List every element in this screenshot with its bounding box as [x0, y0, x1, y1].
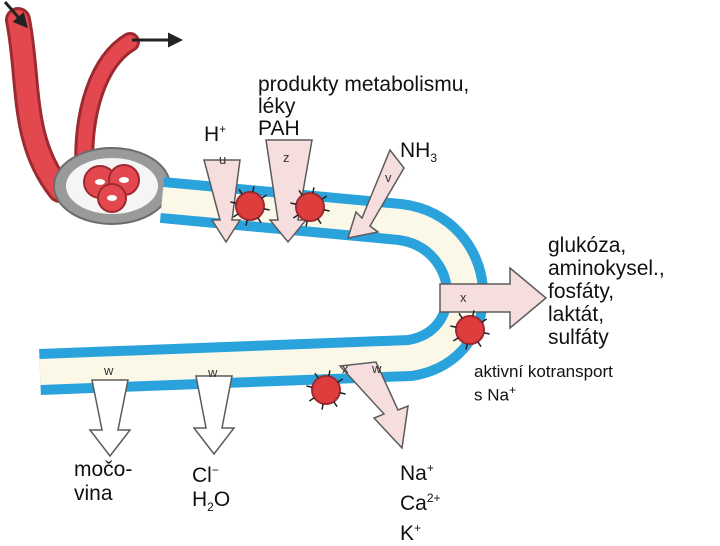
carrier-spike	[321, 195, 328, 200]
water-h2o: H2O	[192, 488, 230, 519]
ca-base: Ca	[400, 492, 427, 515]
carrier-spike	[321, 403, 324, 410]
carrier-pah	[290, 187, 330, 227]
glomerulus	[83, 164, 140, 213]
carrier-h	[230, 186, 270, 226]
label-cations: Na+ Ca2+ K+	[400, 456, 441, 546]
carrier-spike	[483, 332, 490, 335]
carrier-spike	[230, 201, 237, 204]
ca-sup: 2+	[426, 491, 441, 505]
products-pah: PAH	[258, 117, 300, 140]
h2o-h: H	[192, 488, 208, 511]
nh3-secretion-arrow	[346, 148, 405, 239]
label-products: produkty metabolismu, léky PAH	[258, 74, 469, 140]
label-h-plus: H+	[204, 118, 226, 146]
carrier-spike	[305, 220, 308, 227]
carrier-spike	[308, 397, 315, 402]
carrier-spike	[333, 401, 338, 408]
urea-arrow	[88, 379, 132, 458]
letter-w-water: w	[208, 365, 218, 380]
carrier-spike	[252, 186, 255, 193]
h-sup: +	[219, 122, 227, 136]
carrier-spike	[306, 385, 313, 388]
carrier-spike	[312, 187, 315, 194]
h2o-o: O	[213, 488, 231, 511]
carrier-spike	[245, 219, 248, 226]
cl-base: Cl	[192, 464, 212, 487]
organic-item-3: laktát,	[548, 303, 605, 326]
products-line1: produkty metabolismu,	[258, 73, 470, 96]
letter-w-urea: w	[104, 363, 114, 378]
organic-item-1: aminokysel.,	[548, 257, 665, 280]
urea-line1: močo-	[74, 458, 133, 481]
products-line2: léky	[258, 95, 296, 118]
afferent-vessel	[5, 7, 73, 203]
cotransport-na: s Na	[474, 385, 509, 405]
carrier-spike	[481, 318, 488, 323]
label-cotransport: aktivní kotransport s Na+	[474, 362, 613, 405]
pah-secretion-arrow	[265, 139, 313, 244]
cation-ca: Ca2+	[400, 486, 441, 516]
label-urea: močo- vina	[74, 458, 132, 506]
carrier-spike	[290, 202, 297, 205]
carrier-cation	[306, 370, 346, 410]
inflow-arrow	[3, 1, 28, 29]
na-sup: +	[426, 461, 434, 475]
urea-line2: vina	[74, 482, 113, 505]
water-cl: Cl−	[192, 458, 230, 488]
carrier-spike	[328, 370, 331, 377]
h2o-sub: 2	[207, 500, 214, 515]
nh3-sub: 3	[430, 151, 438, 166]
letter-x-cations: x	[342, 361, 349, 376]
h-base: H	[204, 123, 220, 146]
carrier-spike	[472, 310, 475, 317]
letter-w-cations: w	[372, 361, 382, 376]
letter-v: v	[385, 170, 392, 185]
label-nh3: NH3	[400, 140, 437, 169]
h-secretion-arrow	[203, 159, 242, 244]
carrier-cotransport	[450, 310, 490, 350]
carrier-spike	[465, 343, 468, 350]
carrier-spike	[452, 337, 459, 342]
label-organic-list: glukóza, aminokysel., fosfáty, laktát, s…	[548, 234, 665, 349]
carrier-spike	[292, 214, 299, 219]
carrier-spike	[339, 392, 346, 395]
carrier-spike	[238, 188, 243, 195]
carrier-spike	[323, 209, 330, 212]
nh3-base: NH	[400, 139, 431, 162]
carrier-spike	[314, 372, 319, 379]
k-base: K	[400, 522, 415, 545]
letter-x-organic: x	[460, 290, 467, 305]
carrier-spike	[317, 218, 322, 225]
carrier-spike	[263, 208, 270, 211]
cation-k: K+	[400, 516, 441, 546]
label-water: Cl− H2O	[192, 458, 230, 519]
carrier-spike	[257, 217, 262, 224]
tubule	[39, 177, 489, 395]
letter-u: u	[219, 152, 227, 167]
carrier-spike	[450, 325, 457, 328]
carrier-spike	[337, 378, 344, 383]
letter-z: z	[283, 150, 290, 165]
carrier-spike	[477, 341, 482, 348]
carrier-spike	[261, 194, 268, 199]
carrier-spike	[298, 189, 303, 196]
cation-reabsorption-arrow	[338, 361, 409, 450]
carrier-spike	[232, 213, 239, 218]
cation-na: Na+	[400, 456, 441, 486]
cotransport-line1: aktivní kotransport	[474, 362, 613, 381]
cotransport-sup: +	[508, 383, 516, 397]
carrier-spike	[458, 312, 463, 319]
water-arrow	[192, 375, 236, 456]
cotransport-line2: s Na+	[474, 381, 613, 405]
cl-sup: −	[211, 463, 219, 477]
organic-item-4: sulfáty	[548, 326, 609, 349]
organic-item-0: glukóza,	[548, 234, 627, 257]
organic-reabsorption-arrow	[439, 266, 548, 330]
k-sup: +	[414, 521, 422, 535]
organic-item-2: fosfáty,	[548, 280, 615, 303]
na-base: Na	[400, 462, 427, 485]
